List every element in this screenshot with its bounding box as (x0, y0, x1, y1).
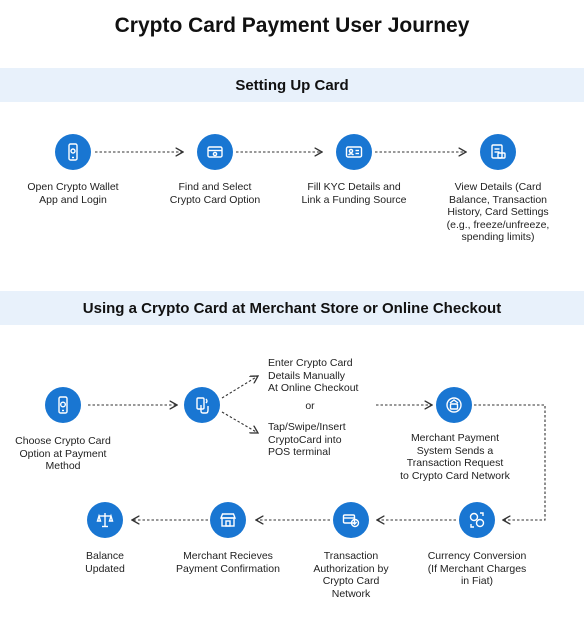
store-icon (210, 502, 246, 538)
page-title: Crypto Card Payment User Journey (114, 14, 470, 37)
payment-network-icon (436, 387, 472, 423)
step-label-network-request: Merchant Payment System Sends a Transact… (400, 432, 510, 482)
step-label-view-details: View Details (Card Balance, Transaction … (446, 181, 550, 243)
tap-pay-icon (184, 387, 220, 423)
phone-login-icon (55, 134, 91, 170)
card-details-icon (480, 134, 516, 170)
branch-label-tap: Tap/Swipe/Insert CryptoCard into POS ter… (268, 421, 346, 458)
step-label-balance: Balance Updated (85, 550, 125, 575)
branch-label-or: or (305, 400, 315, 412)
step-label-conversion: Currency Conversion (If Merchant Charges… (427, 550, 527, 587)
balance-scale-icon (87, 502, 123, 538)
arrow-branch-down (221, 411, 258, 433)
section-setup-heading: Setting Up Card (0, 68, 584, 102)
kyc-id-icon (336, 134, 372, 170)
arrow-branch-up (221, 376, 258, 399)
phone-crypto-icon (45, 387, 81, 423)
step-label-choose-card: Choose Crypto Card Option at Payment Met… (15, 435, 111, 472)
step-label-merchant-confirm: Merchant Recieves Payment Confirmation (176, 550, 280, 575)
currency-exchange-icon (459, 502, 495, 538)
step-label-select-card: Find and Select Crypto Card Option (169, 181, 261, 206)
step-label-kyc: Fill KYC Details and Link a Funding Sour… (301, 181, 407, 206)
branch-label-manual: Enter Crypto Card Details Manually At On… (268, 357, 359, 394)
step-label-authorization: Transaction Authorization by Crypto Card… (313, 550, 389, 600)
card-select-icon (197, 134, 233, 170)
authorization-icon (333, 502, 369, 538)
section-merchant-heading: Using a Crypto Card at Merchant Store or… (0, 291, 584, 325)
step-label-open-wallet: Open Crypto Wallet App and Login (27, 181, 119, 206)
